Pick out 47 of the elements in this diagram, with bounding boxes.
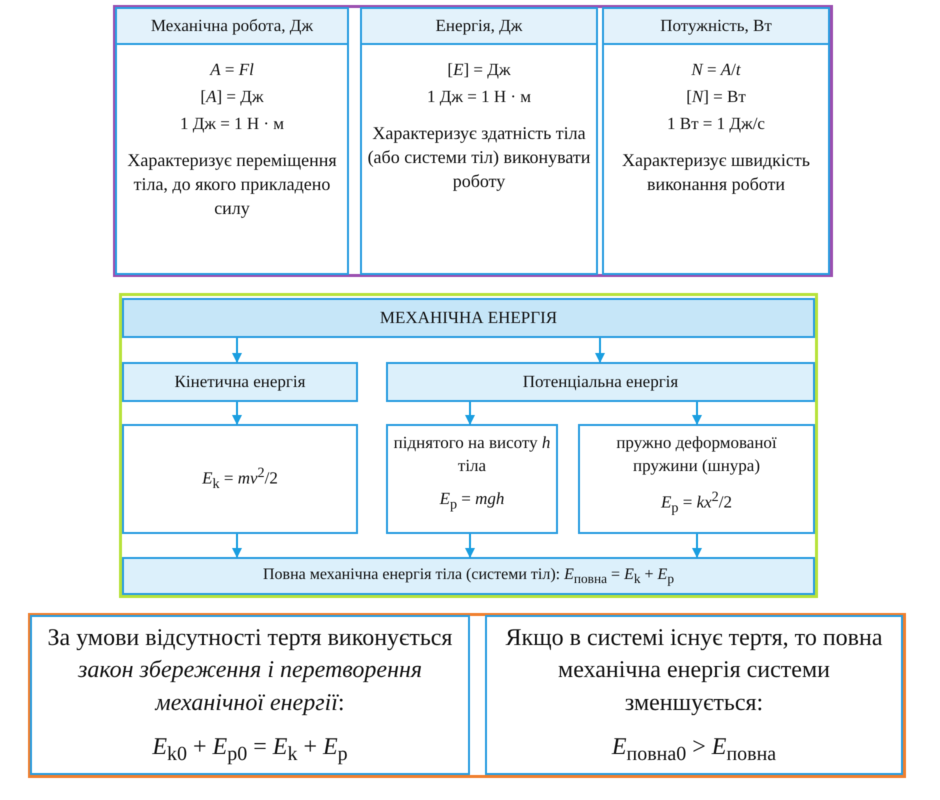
description-text: Потенціальна енергія	[522, 370, 678, 393]
description-text: Характеризує здатність тіла (або системи тіл) виконувати роботу	[366, 122, 592, 194]
formula: [N] = Вт	[686, 86, 746, 108]
column-header: Потужність, Вт	[604, 9, 828, 45]
arrow	[232, 338, 242, 363]
text-box	[386, 362, 815, 402]
description-text: МЕХАНІЧНА ЕНЕРГІЯ	[380, 306, 558, 329]
formula: E$_{повна0}$ > E$_{повна}$	[612, 733, 776, 767]
arrow	[692, 534, 702, 558]
description-text: За умови відсутності тертя виконується закон збереження і перетворення механічної енергії:	[46, 624, 454, 718]
description-text: Якщо в системі існує тертя, то повна механічна енергія системи зменшується:	[504, 624, 884, 718]
arrow	[595, 338, 605, 363]
formula: 1 Дж = 1 Н · м	[426, 86, 532, 108]
text-box	[122, 362, 358, 402]
description-text: Характеризує переміщення тіла, до якого прикладено силу	[126, 148, 338, 220]
description-text: Характеризує швидкість виконання роботи	[621, 148, 811, 196]
description-text: піднятого на висоту h тіла	[392, 432, 552, 477]
column-header: Механічна робота, Дж	[117, 9, 347, 45]
text-box	[386, 424, 558, 534]
formula: E$_{k0}$ + E$_{p0}$ = E$_{k}$ + E$_{p}$	[152, 733, 348, 767]
text-box	[122, 298, 815, 338]
formula: 1 Вт = 1 Дж/с	[667, 112, 765, 135]
formula: 1 Дж = 1 Н · м	[180, 112, 284, 135]
text-box	[578, 424, 815, 534]
description-text: Кінетична енергія	[174, 370, 306, 393]
info-column	[115, 7, 349, 275]
arrow	[232, 534, 242, 558]
formula: E$_{k}$ = mv$^{2}$/2	[202, 464, 278, 494]
arrow	[465, 402, 475, 425]
text-box	[122, 424, 358, 534]
arrow	[232, 402, 242, 425]
formula: E$_{p}$ = mgh	[440, 488, 504, 514]
text-box	[485, 615, 903, 775]
info-column	[602, 7, 830, 275]
formula: E$_{p}$ = kx$^{2}$/2	[661, 488, 732, 518]
formula: [A] = Дж	[200, 86, 264, 108]
arrow	[465, 534, 475, 558]
formula: A = Fl	[210, 59, 254, 81]
description-text: Повна механічна енергія тіла (системи тіл): E$_{повна}$ = E$_{k}$ + E$_{p}$	[262, 564, 674, 588]
info-column	[360, 7, 598, 275]
formula: N = A/t	[691, 59, 741, 81]
column-header: Енергія, Дж	[362, 9, 596, 45]
arrow	[692, 402, 702, 425]
text-box	[122, 557, 815, 595]
description-text: пружно деформованої пружини (шнура)	[615, 432, 778, 477]
text-box	[30, 615, 470, 775]
formula: [E] = Дж	[447, 59, 511, 81]
